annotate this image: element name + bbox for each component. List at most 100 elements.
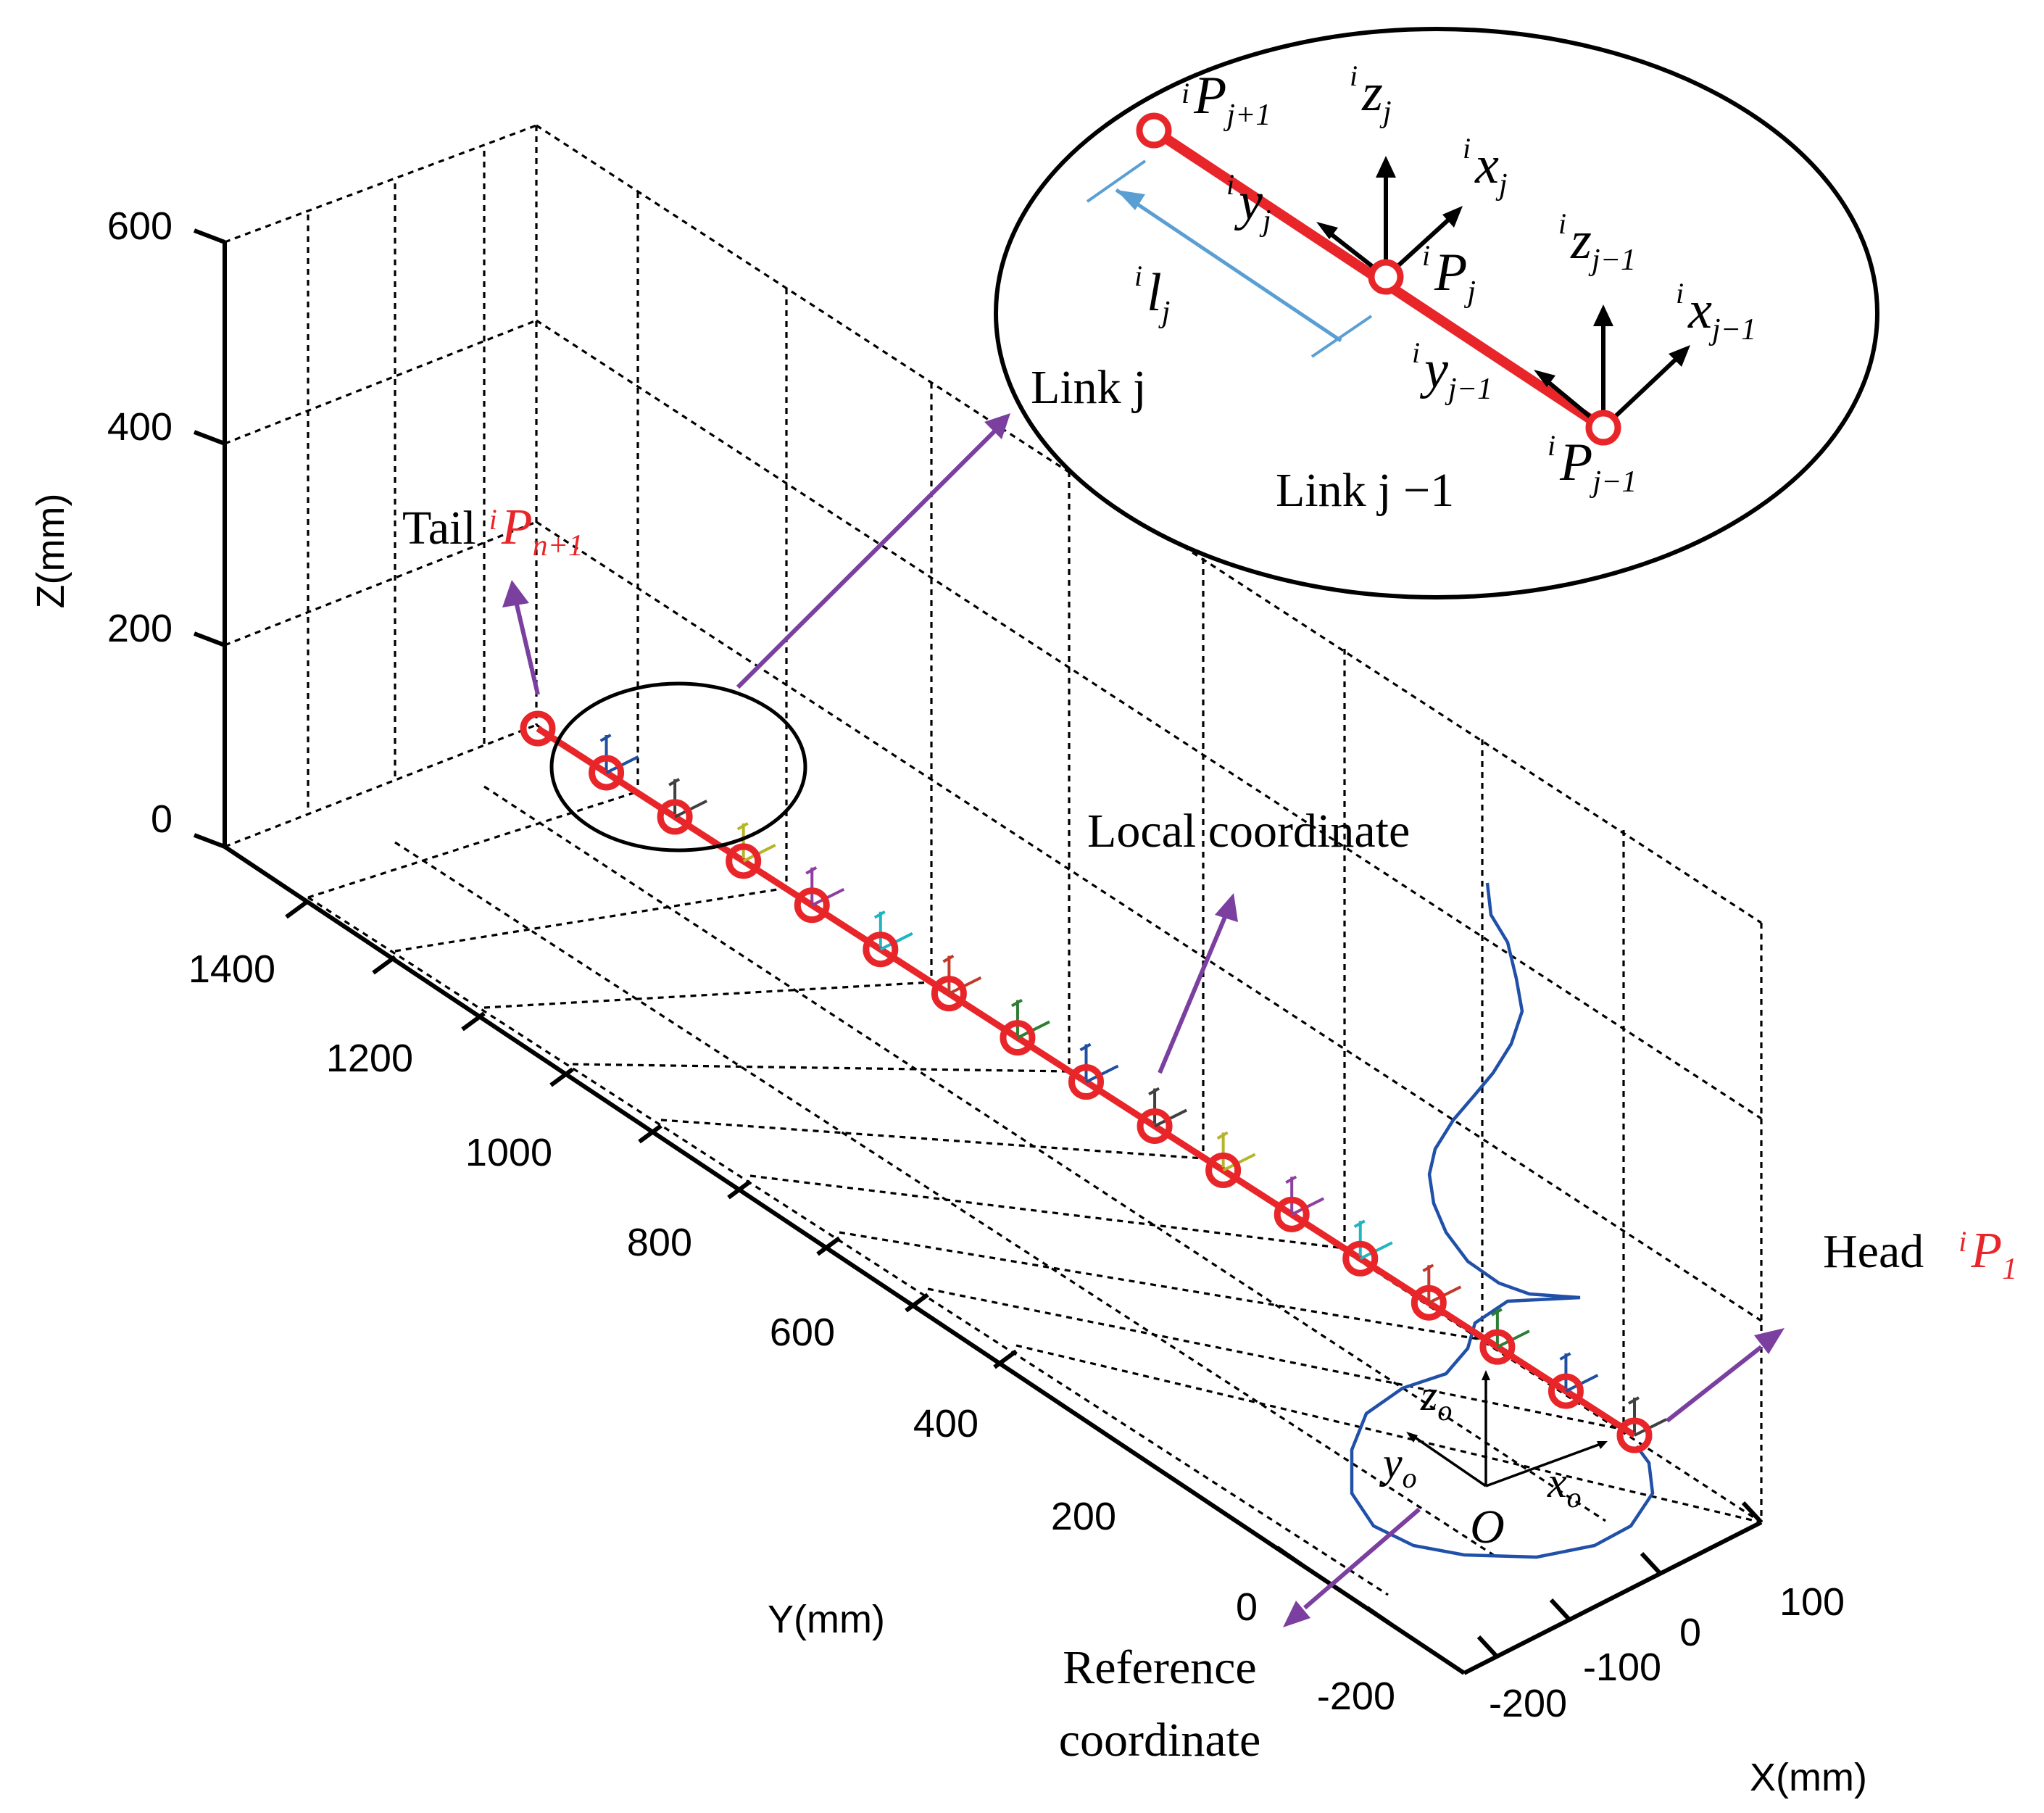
zo-label: zo [1420, 1372, 1452, 1427]
local-frame-tip [668, 778, 681, 787]
local-frame-tip [736, 822, 749, 831]
local-frame-tip [1353, 1219, 1366, 1228]
inset-label-l-j: ilj [1134, 260, 1170, 329]
local-frame-x-axis [742, 844, 776, 863]
inset-joint-p-j-plus-1 [1136, 112, 1172, 149]
inset-label-p-j: iPj [1422, 239, 1476, 309]
reference-arrow-head [1283, 1601, 1310, 1627]
reference-frame [1406, 1370, 1608, 1488]
head-joint [1616, 1417, 1653, 1453]
inset-length-indicator [1086, 159, 1373, 358]
local-frame-x-axis [1634, 1418, 1667, 1437]
y-tick-1200: 1200 [326, 1037, 413, 1080]
local-frame-tip [1010, 998, 1023, 1008]
z-tick-0: 0 [151, 797, 173, 841]
y-tick-600: 600 [770, 1311, 835, 1354]
robot-joint [863, 932, 899, 968]
robot-joint [726, 843, 762, 879]
local-frame-x-axis [1222, 1153, 1256, 1172]
local-frame-x-axis [948, 976, 982, 995]
robot-joint [1479, 1329, 1516, 1365]
x-tick-0: 0 [1679, 1611, 1701, 1654]
local-coordinate-label: Local coordinate [1087, 805, 1410, 858]
local-frame-tip [1216, 1131, 1229, 1140]
inset-link-j-minus-1-label: Link j −1 [1276, 464, 1454, 517]
z-axis [193, 228, 227, 849]
local-frame-tip [1079, 1042, 1092, 1052]
robot-joint [1000, 1020, 1036, 1056]
local-frame-x-axis [1565, 1374, 1599, 1393]
robot-joint [1274, 1196, 1310, 1232]
annotation-arrows [502, 413, 1785, 1627]
x-tick-100: 100 [1779, 1580, 1845, 1624]
grid-floor [224, 723, 1762, 1596]
inset-label-x-j: ixj [1463, 132, 1508, 202]
local-frame-x-axis [1291, 1197, 1325, 1216]
robot-joint [1205, 1152, 1242, 1188]
x-tick-neg200: -200 [1489, 1682, 1567, 1725]
robot-joint [931, 976, 967, 1012]
x-axis [1463, 1501, 1763, 1675]
local-frame-x-axis [811, 887, 845, 907]
local-frame-tip [1559, 1352, 1571, 1361]
local-frame-x-axis [674, 800, 708, 818]
local-frame-tip [1148, 1087, 1160, 1096]
z-tick-600: 600 [107, 204, 173, 248]
local-frame-tip [1285, 1175, 1297, 1185]
inset-label-p-j-minus-1: iPj−1 [1547, 429, 1637, 499]
local-arrow-head [1215, 893, 1238, 922]
local-frame-tip [1422, 1264, 1434, 1272]
local-frame-tip [1490, 1308, 1503, 1316]
y-axis-title: Y(mm) [768, 1598, 885, 1641]
head-trajectory-curve [1350, 882, 1655, 1559]
yo-label: yo [1379, 1439, 1417, 1494]
robot-joint [1411, 1285, 1447, 1321]
tail-joint [520, 710, 556, 747]
y-tick-neg200: -200 [1317, 1675, 1395, 1718]
zoom-arrow-head [984, 413, 1010, 439]
local-frame-x-axis [1017, 1020, 1050, 1040]
robot-joint [1137, 1108, 1173, 1144]
inset-label-y-j: iyj [1226, 168, 1271, 238]
inset-label-p-j-plus-1: iPj+1 [1181, 66, 1271, 132]
y-tick-400: 400 [913, 1402, 979, 1445]
grid-back-wall [224, 124, 538, 810]
robot-joint [1547, 1373, 1584, 1409]
z-tick-200: 200 [107, 607, 173, 650]
y-tick-200: 200 [1051, 1495, 1116, 1538]
inset-label-x-j-minus-1: ixj−1 [1676, 277, 1756, 347]
local-frame-x-axis [1154, 1108, 1187, 1128]
local-frame-x-axis [1085, 1064, 1119, 1084]
xo-label: xo [1547, 1459, 1582, 1514]
inset-label-z-j: izj [1350, 59, 1392, 129]
reference-label-line2: coordinate [1059, 1714, 1261, 1767]
local-frame-tip [942, 954, 955, 963]
local-frame-x-axis [605, 755, 639, 774]
inset-joint-p-j [1368, 259, 1404, 295]
local-frame-x-axis [1496, 1329, 1530, 1348]
local-frame-tip [1628, 1396, 1640, 1405]
z-axis-title: Z(mm) [29, 494, 72, 609]
reference-label-line1: Reference [1063, 1641, 1256, 1694]
tail-arrow-head [502, 580, 529, 607]
x-axis-title: X(mm) [1750, 1756, 1867, 1799]
z-tick-400: 400 [107, 405, 173, 449]
local-frame-x-axis [1359, 1241, 1393, 1261]
grid-right-wall [536, 124, 1763, 1522]
inset-label-z-j-minus-1: izj−1 [1558, 207, 1636, 277]
inset-joint-p-j-minus-1 [1585, 410, 1621, 446]
origin-label: O [1470, 1501, 1505, 1553]
y-tick-1000: 1000 [465, 1131, 552, 1174]
robot-joint [1068, 1064, 1104, 1100]
y-axis [223, 845, 1466, 1675]
y-tick-0: 0 [1236, 1585, 1258, 1629]
head-arrow-head [1754, 1328, 1785, 1354]
x-tick-neg100: -100 [1583, 1646, 1661, 1689]
y-tick-1400: 1400 [188, 947, 275, 991]
inset-label-y-j-minus-1: iyj−1 [1412, 336, 1492, 406]
robot-joint [1342, 1240, 1379, 1277]
